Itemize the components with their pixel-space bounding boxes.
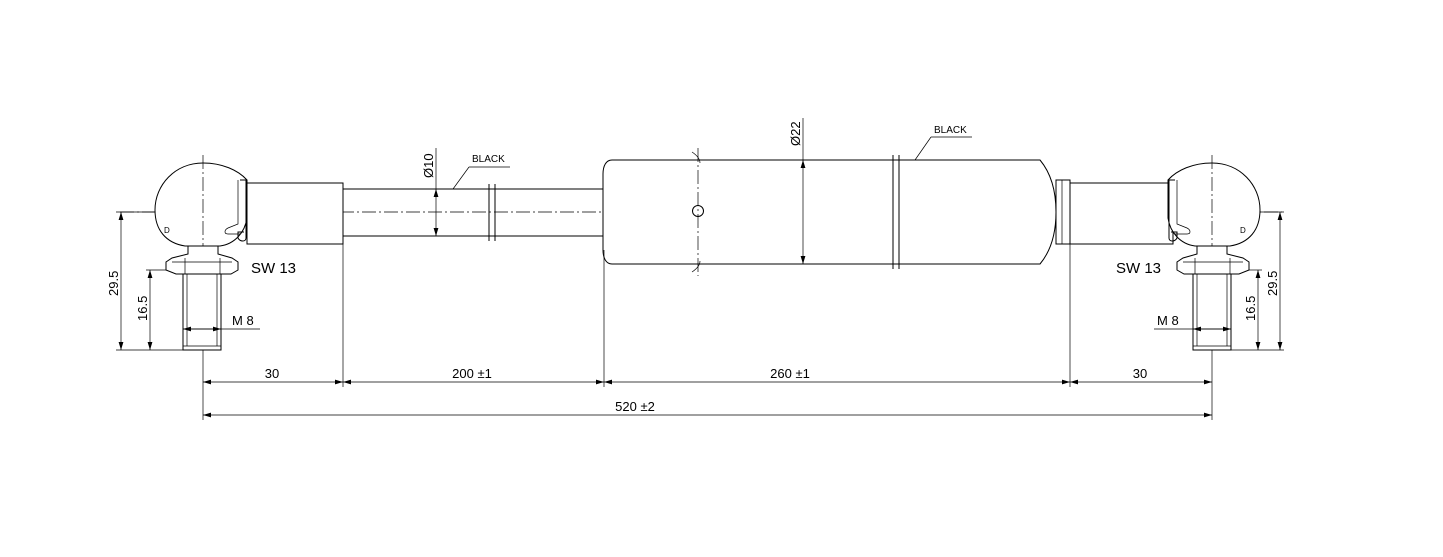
right-ball-mark: D: [1240, 226, 1246, 235]
right-ball-socket: [1167, 162, 1261, 247]
left-ball-mark: D: [164, 226, 170, 235]
piston-rod: [343, 184, 604, 241]
left-outer-height-label: 29.5: [106, 271, 121, 296]
left-end-fitting: [154, 155, 344, 351]
right-wrench-size: SW 13: [1116, 260, 1161, 277]
right-end-sleeve: [1069, 182, 1174, 245]
right-hex-nut: [1176, 245, 1250, 275]
right-inner-height-label: 16.5: [1243, 296, 1258, 321]
cylinder-finish-label: BLACK: [934, 125, 967, 136]
dim-total-label: 520 ±2: [615, 399, 655, 414]
dim-end-left-label: 30: [265, 366, 279, 381]
left-inner-height-label: 16.5: [135, 296, 150, 321]
cylinder-diameter-label: Ø22: [788, 121, 803, 146]
dim-end-right-label: 30: [1133, 366, 1147, 381]
dim-cylinder-length-label: 260 ±1: [770, 366, 810, 381]
rod-finish-leader: [452, 166, 470, 190]
cylinder-end-collar: [1055, 179, 1071, 245]
left-retaining-clip: [237, 179, 247, 242]
dim-rod-length-label: 200 ±1: [452, 366, 492, 381]
rod-diameter-label: Ø10: [421, 153, 436, 178]
right-clip-inner: [1175, 180, 1191, 235]
left-hex-nut: [165, 245, 239, 275]
cylinder: [602, 148, 1071, 276]
right-thread-label: M 8: [1157, 313, 1179, 328]
left-thread-stud: [182, 273, 222, 351]
right-thread-stud: [1192, 273, 1232, 351]
left-thread-label: M 8: [232, 313, 254, 328]
cylinder-finish-leader: [914, 136, 932, 161]
left-ball-socket: [154, 162, 248, 247]
cylinder-body: [602, 159, 1057, 265]
cylinder-vent-hole: [692, 205, 704, 217]
rod-finish-label: BLACK: [472, 154, 505, 165]
right-retaining-clip: [1168, 179, 1178, 242]
left-wrench-size: SW 13: [251, 260, 296, 277]
right-outer-height-label: 29.5: [1265, 271, 1280, 296]
left-end-sleeve: [246, 182, 344, 245]
left-clip-inner: [224, 180, 240, 235]
right-end-fitting: [1069, 155, 1261, 351]
